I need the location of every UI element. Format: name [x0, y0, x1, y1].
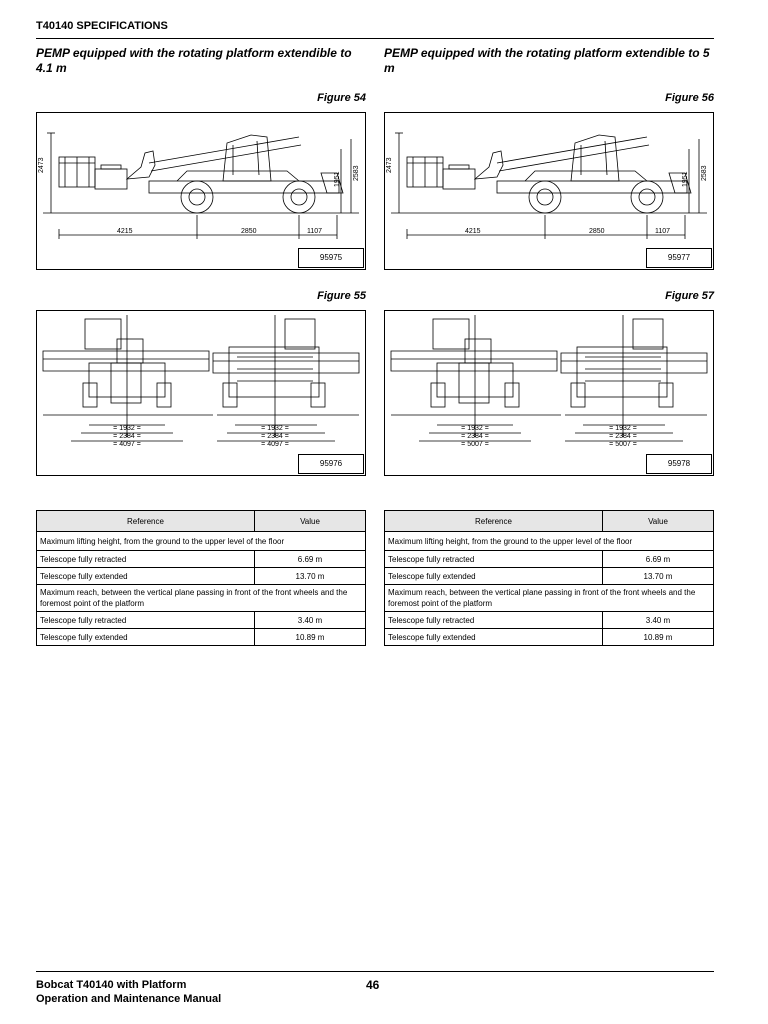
group-max-reach: Maximum reach, between the vertical plan… [384, 584, 714, 612]
dim-rear: 1107 [655, 228, 670, 235]
header-value: Value [602, 510, 714, 532]
row-value: 10.89 m [602, 628, 714, 646]
front-view-figure: = 1932 = = 2384 = = 4097 = = 1932 = = 23… [36, 310, 366, 476]
header-value: Value [254, 510, 366, 532]
table-group-row: Maximum lifting height, from the ground … [384, 531, 714, 551]
section-title: PEMP equipped with the rotating platform… [36, 46, 352, 75]
footer-line-1: Bobcat T40140 with Platform [36, 979, 187, 991]
table-row: Telescope fully extended 10.89 m [36, 628, 366, 646]
dim-width-1-rear: = 1932 = [609, 425, 637, 432]
dim-height-a: 1951 [334, 171, 341, 187]
row-label: Telescope fully retracted [384, 611, 603, 629]
row-label: Telescope fully retracted [384, 550, 603, 568]
header-reference: Reference [384, 510, 603, 532]
table-row: Telescope fully retracted 6.69 m [36, 550, 366, 568]
dim-width-3-rear: = 4097 = [261, 441, 289, 448]
footer-manual-title: Bobcat T40140 with Platform Operation an… [36, 978, 221, 1006]
group-lifting-height: Maximum lifting height, from the ground … [36, 531, 366, 551]
table-row: Telescope fully retracted 3.40 m [384, 611, 714, 629]
row-value: 10.89 m [254, 628, 366, 646]
front-view-figure: = 1932 = = 2384 = = 5007 = = 1932 = = 23… [384, 310, 714, 476]
figure-number: 95977 [646, 248, 712, 268]
group-lifting-height: Maximum lifting height, from the ground … [384, 531, 714, 551]
table-row: Telescope fully retracted 6.69 m [384, 550, 714, 568]
side-view-figure: 2473 1951 2583 4215 2850 1107 95977 [384, 112, 714, 270]
dim-width-2-rear: = 2384 = [261, 433, 289, 440]
figure-number: 95975 [298, 248, 364, 268]
row-label: Telescope fully extended [36, 567, 255, 585]
group-max-reach: Maximum reach, between the vertical plan… [36, 584, 366, 612]
table-group-row: Maximum reach, between the vertical plan… [36, 584, 366, 612]
dim-height-total: 2473 [38, 157, 45, 173]
table-group-row: Maximum reach, between the vertical plan… [384, 584, 714, 612]
table-row: Telescope fully retracted 3.40 m [36, 611, 366, 629]
table-group-row: Maximum lifting height, from the ground … [36, 531, 366, 551]
dim-wheelbase: 2850 [589, 228, 605, 235]
dim-width-1: = 1932 = [461, 425, 489, 432]
dim-width-3: = 4097 = [113, 441, 141, 448]
table-row: Telescope fully extended 13.70 m [36, 567, 366, 585]
figure-label-side: Figure 56 [665, 92, 714, 104]
spec-table: Reference Value Maximum lifting height, … [36, 510, 366, 646]
row-label: Telescope fully extended [384, 628, 603, 646]
dim-height-b: 2583 [701, 165, 708, 181]
row-label: Telescope fully retracted [36, 611, 255, 629]
row-value: 3.40 m [254, 611, 366, 629]
dim-width-3: = 5007 = [461, 441, 489, 448]
dim-wheelbase: 2850 [241, 228, 257, 235]
figure-label-front: Figure 55 [317, 290, 366, 302]
row-label: Telescope fully retracted [36, 550, 255, 568]
dim-width-2: = 2384 = [113, 433, 141, 440]
row-label: Telescope fully extended [384, 567, 603, 585]
header-rule [36, 38, 714, 39]
dim-width-3-rear: = 5007 = [609, 441, 637, 448]
dim-height-b: 2583 [353, 165, 360, 181]
dim-length-front: 4215 [465, 228, 481, 235]
row-value: 6.69 m [254, 550, 366, 568]
spec-table: Reference Value Maximum lifting height, … [384, 510, 714, 646]
row-value: 13.70 m [602, 567, 714, 585]
dim-width-2: = 2384 = [461, 433, 489, 440]
dim-rear: 1107 [307, 228, 322, 235]
row-value: 6.69 m [602, 550, 714, 568]
side-view-figure: 2473 1951 2583 4215 2850 1107 95975 [36, 112, 366, 270]
row-label: Telescope fully extended [36, 628, 255, 646]
dim-height-total: 2473 [386, 157, 393, 173]
figure-label-front: Figure 57 [665, 290, 714, 302]
figure-number: 95978 [646, 454, 712, 474]
table-row: Telescope fully extended 10.89 m [384, 628, 714, 646]
front-view-drawing: = 1932 = = 2384 = = 5007 = = 1932 = = 23… [390, 315, 708, 448]
dim-height-a: 1951 [682, 171, 689, 187]
dim-width-2-rear: = 2384 = [609, 433, 637, 440]
front-view-drawing: = 1932 = = 2384 = = 4097 = = 1932 = = 23… [42, 315, 360, 448]
table-header-row: Reference Value [384, 510, 714, 532]
footer-rule [36, 971, 714, 972]
page-header-title: T40140 SPECIFICATIONS [36, 20, 168, 32]
table-header-row: Reference Value [36, 510, 366, 532]
figure-label-side: Figure 54 [317, 92, 366, 104]
side-view-drawing: 2473 1951 2583 4215 2850 1107 [386, 132, 708, 239]
dim-width-1-rear: = 1932 = [261, 425, 289, 432]
spec-column: PEMP equipped with the rotating platform… [36, 46, 366, 646]
dim-width-1: = 1932 = [113, 425, 141, 432]
section-title: PEMP equipped with the rotating platform… [384, 46, 710, 75]
footer-line-2: Operation and Maintenance Manual [36, 993, 222, 1005]
row-value: 3.40 m [602, 611, 714, 629]
dim-length-front: 4215 [117, 228, 133, 235]
side-view-drawing: 2473 1951 2583 4215 2850 1107 [38, 132, 360, 239]
row-value: 13.70 m [254, 567, 366, 585]
header-reference: Reference [36, 510, 255, 532]
page-number: 46 [366, 978, 380, 992]
figure-number: 95976 [298, 454, 364, 474]
spec-column: PEMP equipped with the rotating platform… [384, 46, 714, 646]
table-row: Telescope fully extended 13.70 m [384, 567, 714, 585]
